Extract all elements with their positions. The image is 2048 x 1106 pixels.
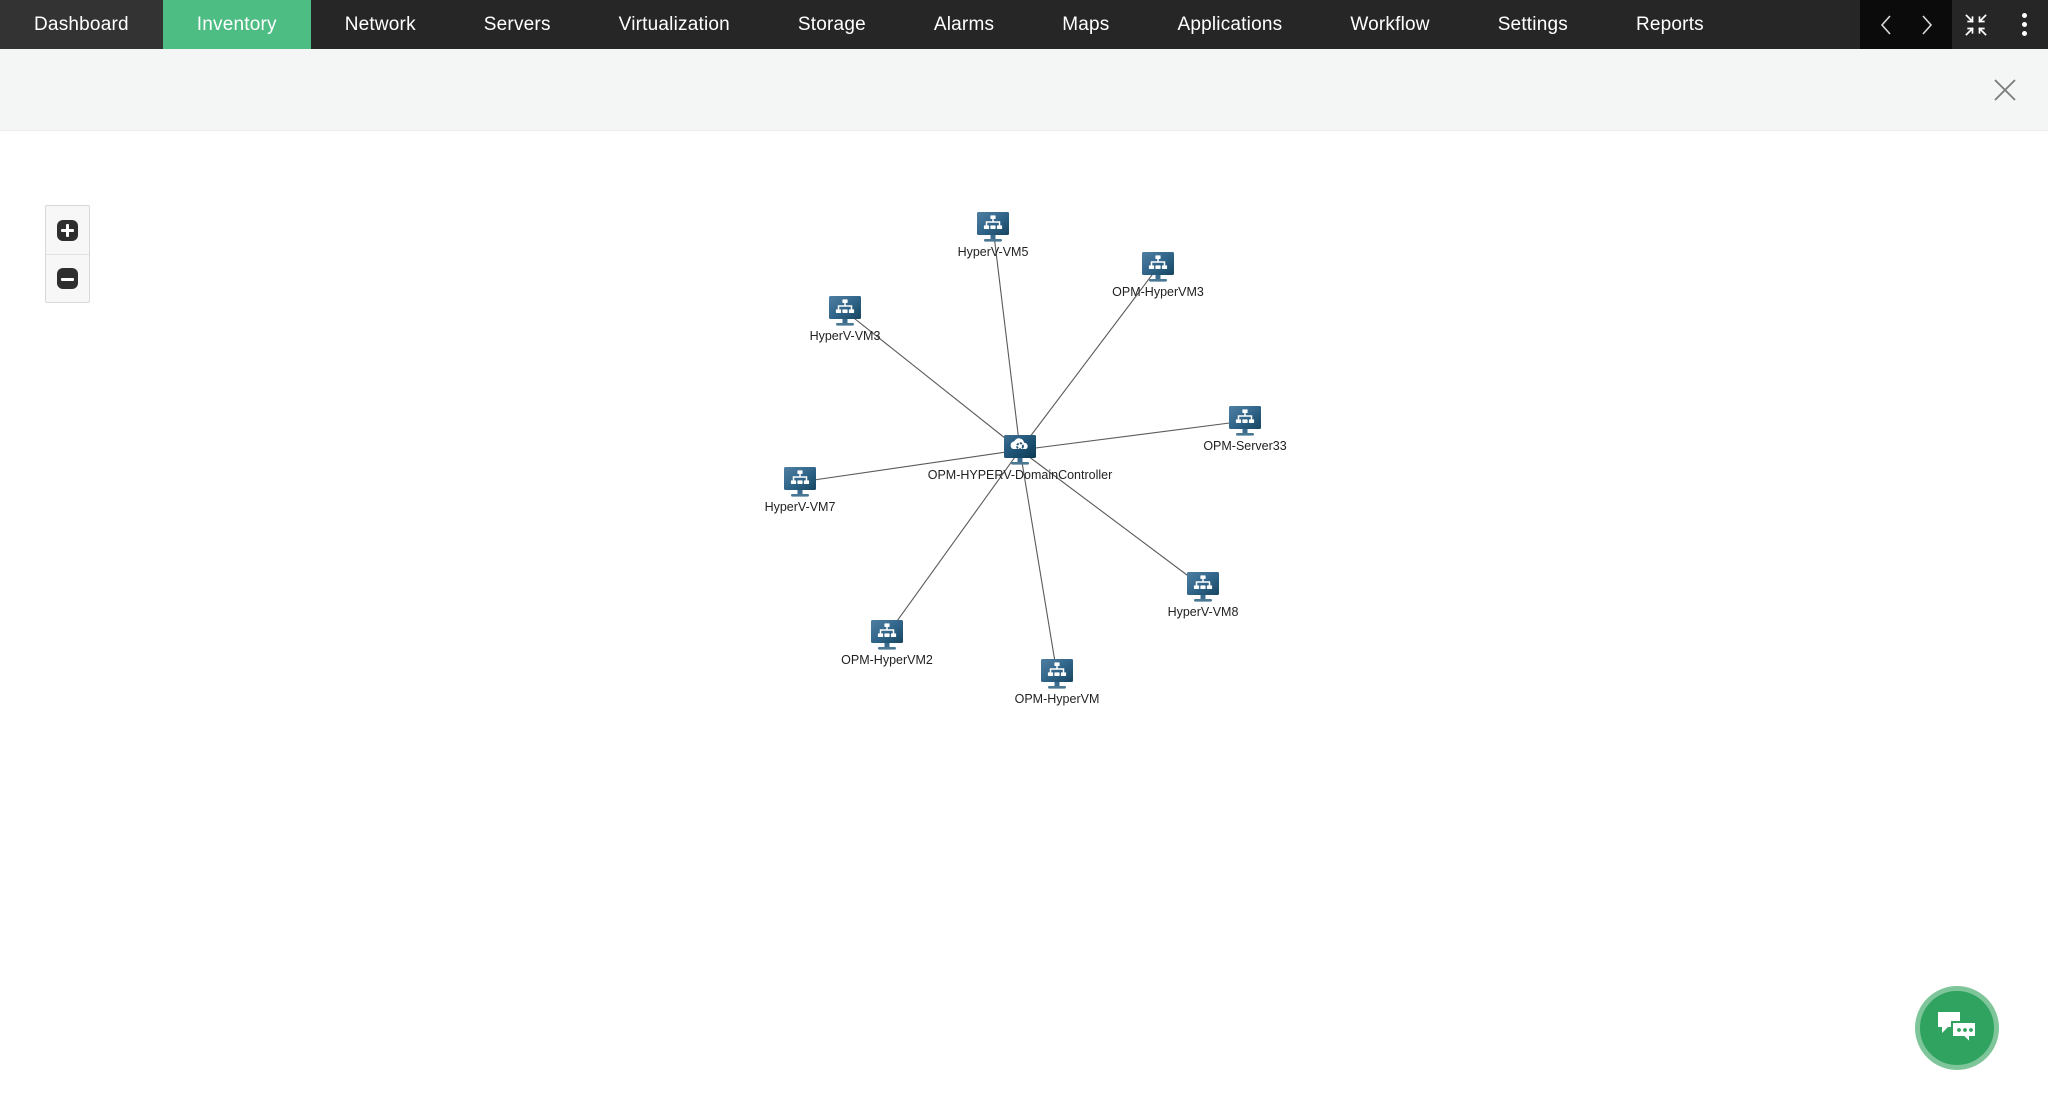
topology-node[interactable]	[1004, 435, 1036, 465]
nav-item-maps[interactable]: Maps	[1062, 13, 1110, 35]
zoom-controls	[45, 205, 90, 303]
network-tree-monitor-icon	[1229, 406, 1261, 429]
topology-edge	[799, 449, 1021, 483]
nav-right-controls	[1860, 0, 2048, 49]
topology-node-label: OPM-HyperVM2	[841, 653, 933, 667]
close-panel-button[interactable]	[1984, 69, 2026, 111]
topology-edges	[799, 226, 1246, 675]
network-tree-monitor-icon	[1187, 572, 1219, 595]
kebab-menu-icon	[2021, 13, 2027, 36]
nav-item-storage[interactable]: Storage	[797, 13, 866, 35]
chat-support-button[interactable]	[1915, 986, 1999, 1070]
nav-item-virtualization[interactable]: Virtualization	[618, 13, 730, 35]
topology-node-label: HyperV-VM5	[958, 245, 1029, 259]
topology-node[interactable]	[1187, 572, 1219, 602]
nav-item-inventory[interactable]: Inventory	[162, 0, 311, 49]
topology-node[interactable]	[1142, 252, 1174, 282]
nav-item-servers[interactable]: Servers	[483, 13, 551, 35]
topology-edge	[1019, 420, 1246, 451]
collapse-arrows-icon	[1965, 13, 1987, 36]
chevron-right-icon	[1921, 14, 1932, 35]
nav-prev-button[interactable]	[1866, 0, 1906, 49]
topology-node-label: OPM-HyperVM	[1015, 692, 1100, 706]
network-tree-monitor-icon	[1142, 252, 1174, 275]
nav-item-settings[interactable]: Settings	[1497, 13, 1568, 35]
topology-edge	[1019, 449, 1204, 588]
topology-node-label: OPM-HyperVM3	[1112, 285, 1204, 299]
nav-item-dashboard[interactable]: Dashboard	[0, 0, 163, 49]
zoom-out-icon	[57, 268, 78, 289]
topology-node-label: OPM-HYPERV-DomainController	[928, 468, 1113, 482]
topology-node-label: HyperV-VM3	[810, 329, 881, 343]
close-icon	[1994, 79, 2016, 101]
topology-graph[interactable]: OPM-HYPERV-DomainController HyperV-VM5OPM…	[0, 131, 2048, 1106]
topology-node-label: HyperV-VM7	[765, 500, 836, 514]
topology-nodes: OPM-HYPERV-DomainController HyperV-VM5OPM…	[765, 212, 1287, 706]
topology-node[interactable]	[871, 620, 903, 650]
nav-item-network[interactable]: Network	[344, 13, 416, 35]
nav-next-button[interactable]	[1906, 0, 1946, 49]
nav-pager	[1860, 0, 1952, 49]
nav-item-applications[interactable]: Applications	[1177, 13, 1283, 35]
topology-node[interactable]	[1229, 406, 1261, 436]
topology-edge	[1019, 449, 1058, 675]
nav-item-workflow[interactable]: Workflow	[1350, 13, 1430, 35]
zoom-in-icon	[57, 219, 78, 241]
nav-item-reports[interactable]: Reports	[1635, 13, 1704, 35]
topology-edge	[1019, 266, 1159, 451]
sub-header-bar	[0, 49, 2048, 131]
chat-bubbles-icon	[1938, 1012, 1977, 1046]
network-tree-monitor-icon	[871, 620, 903, 643]
topology-node-label: OPM-Server33	[1203, 439, 1286, 453]
topology-node[interactable]	[784, 467, 816, 497]
topology-node[interactable]	[977, 212, 1009, 242]
network-tree-monitor-icon	[977, 212, 1009, 235]
zoom-in-button[interactable]	[46, 206, 89, 254]
topology-edge	[992, 226, 1021, 451]
topology-edge	[886, 449, 1021, 636]
chevron-left-icon	[1880, 14, 1891, 35]
topology-node[interactable]	[1041, 659, 1073, 689]
nav-item-alarms[interactable]: Alarms	[933, 13, 995, 35]
network-tree-monitor-icon	[1041, 659, 1073, 682]
network-tree-monitor-icon	[784, 467, 816, 490]
overflow-menu-button[interactable]	[2000, 0, 2048, 49]
network-tree-monitor-icon	[829, 296, 861, 319]
collapse-fullscreen-button[interactable]	[1952, 0, 2000, 49]
topology-node[interactable]	[829, 296, 861, 326]
zoom-out-button[interactable]	[46, 254, 89, 302]
topology-node-label: HyperV-VM8	[1168, 605, 1239, 619]
topology-edge	[844, 310, 1021, 451]
